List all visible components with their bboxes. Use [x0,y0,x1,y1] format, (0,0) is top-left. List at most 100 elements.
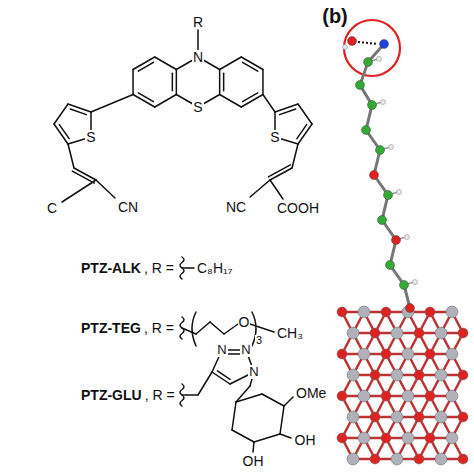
compound-name: PTZ-ALK [80,261,142,276]
bond [268,165,290,177]
group-label: NC [225,200,247,215]
metal-atom [402,432,414,444]
metal-atom [446,432,458,444]
oxygen-atom [425,307,435,317]
repeat-count: 3 [255,335,263,347]
bond [54,104,68,124]
oxygen-atom [425,433,435,443]
chain-atom [370,171,379,180]
bond [280,434,291,438]
oxygen-atom [337,433,347,443]
hydrogen-atom [389,145,394,150]
metal-atom [347,453,359,465]
oxygen-atom [381,391,391,401]
atom-label: S [269,130,280,145]
bond [270,180,283,199]
metal-atom [446,390,458,402]
bond [280,406,284,434]
panel-label: (b) [321,6,349,27]
metal-atom [391,327,403,339]
bond [220,95,242,108]
group-label: CH₃ [276,326,304,341]
oxygen-atom [458,412,468,422]
bond [196,322,210,334]
oxygen-atom [337,349,347,359]
hydrogen-atom [413,280,418,285]
bond [298,104,312,124]
oxygen-atom [381,349,391,359]
bond [254,434,280,442]
group-label: COOH [276,201,320,216]
metal-atom [391,453,403,465]
compound-name: PTZ-GLU [80,388,143,403]
hydrogen-atom [405,235,410,240]
r-equals: , R = [143,261,175,276]
r-equals: , R = [143,321,175,336]
compound-name: PTZ-TEG [80,321,142,336]
metal-atom [358,390,370,402]
bond [68,104,91,112]
hydrogen-atom [397,190,402,195]
bond [68,144,74,168]
chain-atom [356,81,365,90]
bond [219,70,221,95]
chain-atom [380,40,389,49]
oxygen-atom [370,370,380,380]
bond [155,57,177,70]
bond [263,95,275,113]
group-label: OH [294,433,317,448]
metal-atom [435,327,447,339]
metal-atom [347,327,359,339]
oxygen-atom [370,454,380,464]
bond [243,62,258,71]
chain-atom [406,304,415,313]
bond [297,125,307,139]
metal-atom [402,348,414,360]
highlight-circle [344,20,400,76]
bond [96,180,115,198]
chain-atom [392,236,401,245]
bond [292,144,298,168]
bond [236,394,262,402]
chain-atom [386,261,395,270]
linker-chain [360,44,410,308]
metal-atom [347,369,359,381]
group-label: OH [242,454,265,469]
bond [243,93,258,102]
chain-atom [362,126,371,135]
repeat-bracket [192,312,196,346]
oxygen-atom [414,412,424,422]
metal-atom [435,453,447,465]
chain-atom [368,101,377,110]
bond [217,371,230,379]
oxygen-atom [458,370,468,380]
bond [72,171,94,183]
bond [253,442,254,452]
metal-atom [391,369,403,381]
bond [250,324,274,332]
metal-atom [435,411,447,423]
oxygen-atom [458,454,468,464]
bond [176,70,178,95]
bond [210,322,224,334]
bond [182,267,194,269]
bond [91,95,133,113]
oxygen-atom [414,370,424,380]
oxygen-atom [381,433,391,443]
bond [262,70,264,95]
atom-label: N [192,50,204,65]
metal-atom [446,306,458,318]
molecular-model [337,37,468,466]
metal-atom [391,411,403,423]
hydrogen-atom [381,100,386,105]
bond [198,372,212,395]
hydrogen-atom [343,45,348,50]
bond [232,430,254,442]
group-label: OMe [295,386,327,401]
bond [62,180,96,202]
oxygen-atom [348,37,357,46]
hydrogen-atom [377,57,382,62]
oxygen-atom [425,349,435,359]
